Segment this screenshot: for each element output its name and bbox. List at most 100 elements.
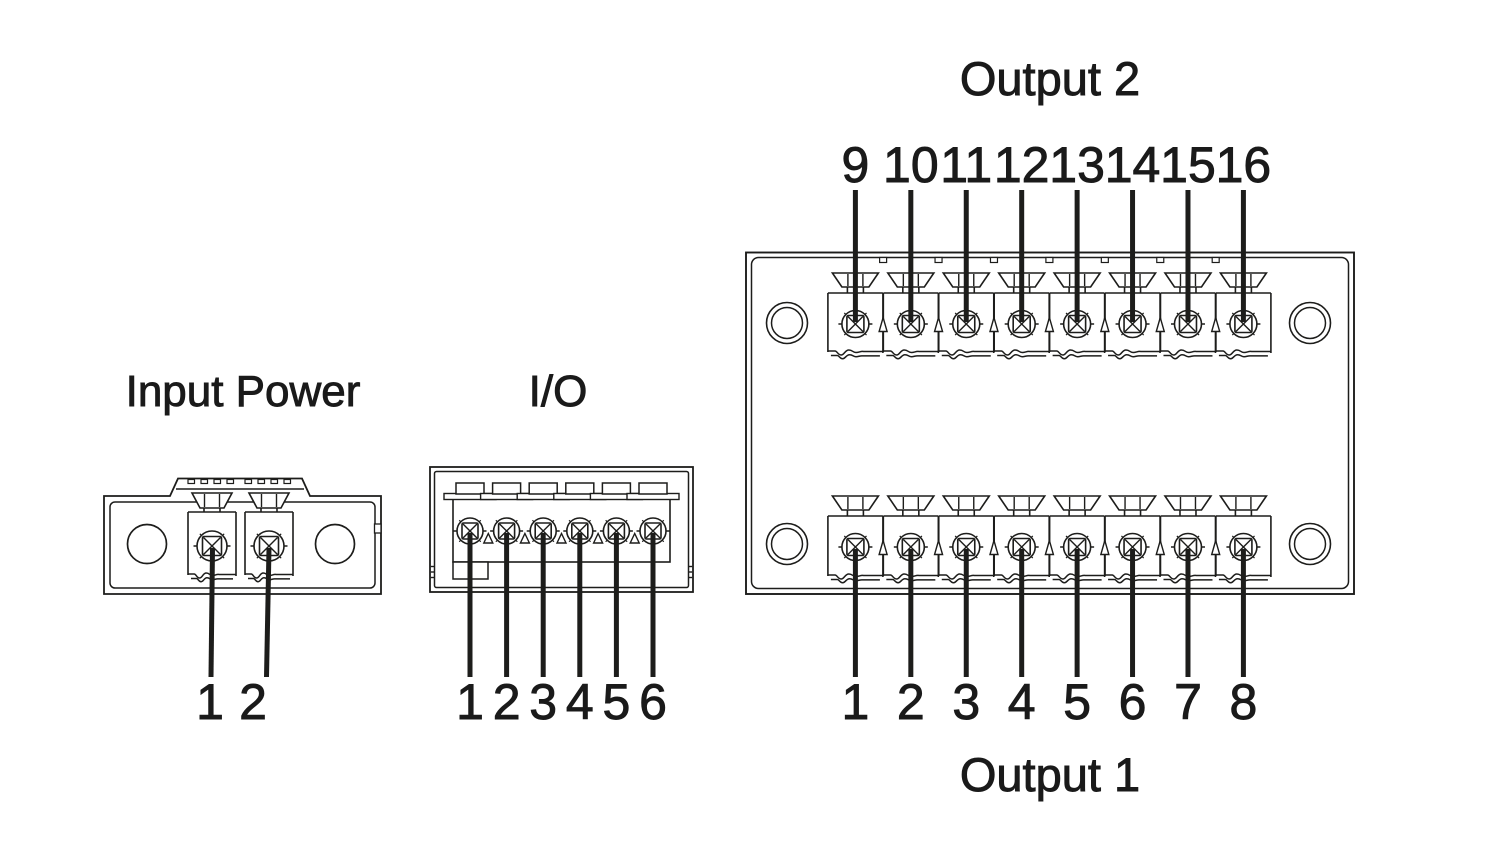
line — [1141, 312, 1145, 316]
pin-label: 2 — [493, 674, 521, 730]
line — [1252, 535, 1255, 539]
line — [641, 519, 645, 523]
path — [827, 349, 883, 356]
terminal — [1215, 495, 1272, 584]
polarity-triangle-icon — [933, 314, 944, 333]
line — [645, 523, 661, 539]
pin-label: 15 — [1160, 137, 1216, 193]
edge-notch — [1100, 256, 1109, 264]
line — [1069, 539, 1086, 555]
terminal — [1048, 495, 1106, 584]
polarity-triangle-icon — [482, 531, 494, 544]
rect — [373, 523, 382, 534]
polarity-triangle-icon — [878, 314, 889, 333]
pin-label: 16 — [1216, 137, 1272, 193]
line — [1141, 555, 1145, 559]
path — [1218, 577, 1268, 584]
line — [864, 312, 867, 316]
line — [958, 539, 975, 555]
path — [1052, 353, 1102, 360]
screw-icon — [949, 532, 984, 562]
path — [1218, 495, 1268, 511]
line — [1231, 312, 1235, 316]
path — [886, 577, 936, 584]
line — [1010, 555, 1013, 559]
pin-label: 13 — [1049, 137, 1105, 193]
screw-icon — [1004, 532, 1039, 562]
line — [1196, 332, 1200, 336]
line — [1121, 555, 1124, 559]
line — [532, 519, 535, 523]
edge-notch — [934, 256, 943, 264]
line — [899, 555, 903, 559]
circle — [765, 301, 809, 345]
path — [245, 572, 293, 579]
input-power-title: Input Power — [126, 367, 361, 416]
line — [605, 539, 608, 543]
path — [997, 353, 1047, 360]
line — [1179, 539, 1196, 555]
polarity-triangle-icon — [989, 314, 999, 333]
line — [572, 523, 588, 539]
pin-slot — [638, 482, 668, 495]
mounting-hole-icon — [765, 301, 809, 345]
path — [938, 349, 994, 356]
edge-notch — [1211, 256, 1220, 264]
line — [551, 519, 555, 523]
edge-notch — [879, 256, 888, 264]
path — [1163, 353, 1213, 360]
path — [997, 577, 1047, 584]
wire-clamp-icon — [997, 495, 1047, 517]
pin-label: 6 — [639, 674, 667, 730]
path — [1160, 349, 1216, 356]
pin-label: 11 — [940, 137, 992, 193]
polarity-triangle-icon — [1099, 314, 1110, 333]
mounting-hole-icon — [765, 522, 809, 566]
polarity-triangle-icon — [519, 531, 531, 544]
polarity-triangle-icon — [1155, 314, 1166, 333]
line — [1141, 535, 1145, 539]
line — [495, 539, 499, 543]
line — [954, 555, 958, 559]
pin-label: 4 — [566, 674, 594, 730]
rect — [429, 466, 694, 593]
path — [830, 577, 880, 584]
path — [997, 495, 1047, 511]
line — [1252, 332, 1255, 336]
output1-title: Output 1 — [960, 748, 1140, 801]
path — [247, 492, 291, 509]
line — [919, 312, 923, 316]
path — [1052, 495, 1102, 511]
terminal-body — [187, 511, 237, 583]
line — [1085, 555, 1089, 559]
mounting-hole-icon — [1288, 522, 1332, 566]
line — [1013, 539, 1030, 555]
path — [1163, 495, 1213, 511]
pin-label: 3 — [529, 674, 557, 730]
clamp-tick — [200, 478, 209, 485]
line — [278, 555, 282, 559]
line — [1176, 312, 1180, 316]
wire-clamp-icon — [1163, 495, 1213, 517]
line — [958, 316, 975, 332]
pin-label: 9 — [841, 137, 869, 193]
screw-icon — [1060, 532, 1095, 562]
io-title: I/O — [529, 367, 588, 416]
line — [605, 519, 608, 523]
edge-notch — [989, 256, 999, 264]
clamp-tick — [213, 478, 222, 485]
line — [864, 332, 867, 336]
line — [843, 555, 847, 559]
pin-label: 14 — [1105, 137, 1161, 193]
line — [1196, 312, 1200, 316]
line — [551, 539, 555, 543]
path — [830, 353, 880, 360]
line — [462, 523, 478, 539]
path — [1215, 349, 1271, 356]
line — [624, 519, 628, 523]
